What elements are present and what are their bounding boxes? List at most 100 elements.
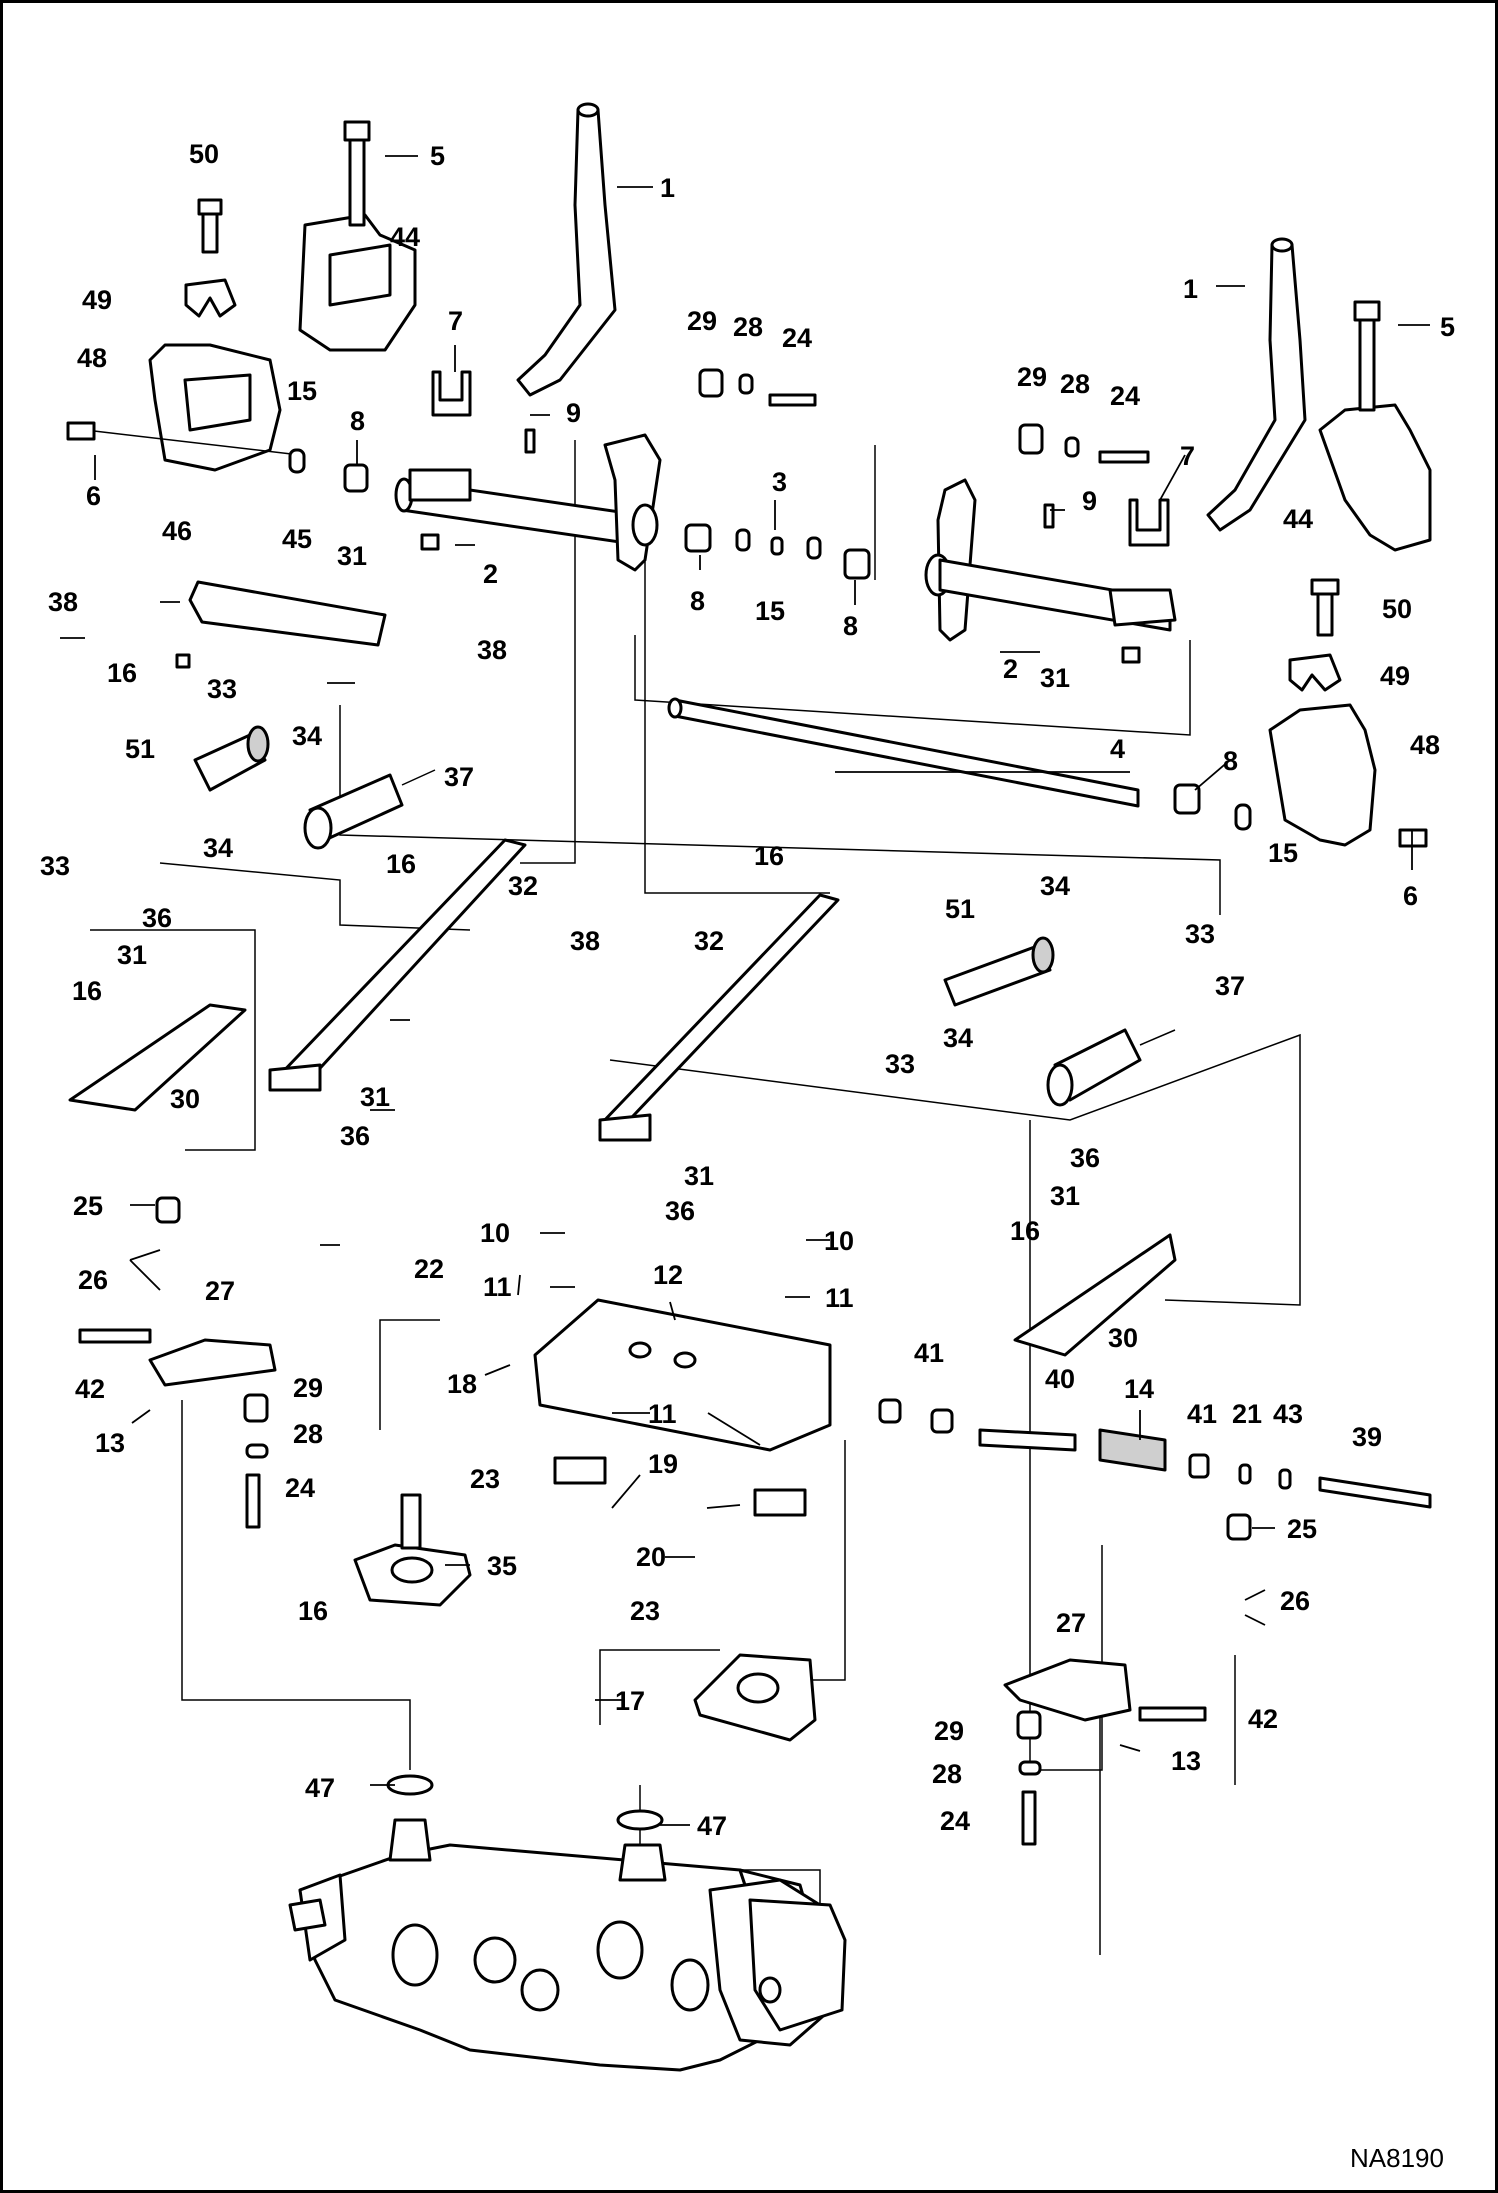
washer-15-center-a bbox=[735, 528, 751, 552]
callout-48-left: 48 bbox=[77, 343, 107, 373]
callout-19: 19 bbox=[648, 1449, 678, 1479]
callout-35: 35 bbox=[487, 1551, 517, 1581]
callout-15-right: 15 bbox=[1268, 838, 1298, 868]
bolt-24-left bbox=[768, 393, 817, 407]
bolt-24-lower-right bbox=[1021, 1790, 1037, 1846]
cross-shaft-4 bbox=[667, 697, 1140, 808]
callout-24-left: 24 bbox=[782, 323, 812, 353]
callout-45: 45 bbox=[282, 524, 312, 554]
callout-47-left: 47 bbox=[305, 1773, 335, 1803]
callout-15-left: 15 bbox=[287, 376, 317, 406]
callout-16-f: 16 bbox=[298, 1596, 328, 1626]
callout-34-b: 34 bbox=[203, 833, 233, 863]
callout-46: 46 bbox=[162, 516, 192, 546]
callout-50-right: 50 bbox=[1382, 594, 1412, 624]
bushing-29-left bbox=[698, 368, 724, 398]
callout-27-left: 27 bbox=[205, 1276, 235, 1306]
pivot-plate-left bbox=[603, 433, 662, 572]
left-control-shaft bbox=[394, 468, 642, 551]
callout-29-lower-left: 29 bbox=[293, 1373, 323, 1403]
bushing-29-right bbox=[1018, 423, 1044, 455]
washer-28-lower-left bbox=[245, 1443, 269, 1459]
callout-29-lower-right: 29 bbox=[934, 1716, 964, 1746]
callout-32-right: 32 bbox=[694, 926, 724, 956]
callout-11-bottom: 11 bbox=[648, 1399, 677, 1429]
callout-24-lower-right: 24 bbox=[940, 1806, 970, 1836]
callout-40: 40 bbox=[1045, 1364, 1075, 1394]
bolt-24-lower-left bbox=[245, 1473, 261, 1529]
arm-27-left bbox=[78, 1328, 277, 1387]
washer-28-lower-right bbox=[1018, 1760, 1042, 1776]
callout-10-right: 10 bbox=[824, 1226, 854, 1256]
callout-14: 14 bbox=[1124, 1374, 1154, 1404]
arm-30-left bbox=[68, 1003, 247, 1112]
callout-4: 4 bbox=[1110, 734, 1125, 764]
callout-34-d: 34 bbox=[943, 1023, 973, 1053]
callout-8-center-left: 8 bbox=[690, 586, 705, 616]
washer-28-left bbox=[738, 373, 754, 395]
callout-24-right: 24 bbox=[1110, 381, 1140, 411]
callout-2-left: 2 bbox=[483, 559, 498, 589]
callout-29-left: 29 bbox=[687, 306, 717, 336]
callout-31-e: 31 bbox=[684, 1161, 714, 1191]
callout-51-left: 51 bbox=[125, 734, 155, 764]
callout-37-right: 37 bbox=[1215, 971, 1245, 1001]
callout-51-right: 51 bbox=[945, 894, 975, 924]
cap-25-right bbox=[1226, 1513, 1252, 1541]
callout-18: 18 bbox=[447, 1369, 477, 1399]
callout-7-right: 7 bbox=[1180, 441, 1195, 471]
callout-39: 39 bbox=[1352, 1422, 1382, 1452]
callout-7-left: 7 bbox=[448, 306, 463, 336]
callout-5-left: 5 bbox=[430, 141, 445, 171]
mounting-plate-45 bbox=[175, 580, 387, 669]
damper-51-left bbox=[193, 725, 270, 792]
callout-labels: 1 1 2 2 3 4 5 5 6 6 7 7 8 8 8 8 9 9 10 1… bbox=[40, 139, 1455, 1841]
callout-8-left: 8 bbox=[350, 406, 365, 436]
spring-assembly bbox=[878, 1398, 1432, 1509]
callout-27-right: 27 bbox=[1056, 1608, 1086, 1638]
callout-37-left: 37 bbox=[444, 762, 474, 792]
bushing-29-lower-right bbox=[1016, 1710, 1042, 1740]
bolt-24-right bbox=[1098, 450, 1150, 464]
right-handle-1 bbox=[1206, 237, 1307, 532]
callout-13-left: 13 bbox=[95, 1428, 125, 1458]
callout-33-c: 33 bbox=[1185, 919, 1215, 949]
callout-31-f: 31 bbox=[1050, 1181, 1080, 1211]
hydraulic-pump bbox=[288, 1774, 847, 2072]
left-handle-1 bbox=[516, 102, 617, 397]
callout-3: 3 bbox=[772, 467, 787, 497]
callout-36-d: 36 bbox=[1070, 1143, 1100, 1173]
callout-31-c: 31 bbox=[117, 940, 147, 970]
callout-26-left: 26 bbox=[78, 1265, 108, 1295]
callout-8-center-right: 8 bbox=[843, 611, 858, 641]
link-32-right bbox=[598, 893, 840, 1142]
callout-9-left: 9 bbox=[566, 398, 581, 428]
callout-28-right: 28 bbox=[1060, 369, 1090, 399]
callout-24-lower-left: 24 bbox=[285, 1473, 315, 1503]
washer-28-right bbox=[1064, 436, 1080, 458]
callout-5-right: 5 bbox=[1440, 312, 1455, 342]
left-upper-bracket bbox=[298, 120, 417, 352]
callout-34-a: 34 bbox=[292, 721, 322, 751]
right-bolt-6 bbox=[1398, 828, 1428, 848]
damper-37-left bbox=[303, 769, 436, 850]
bushing-29-lower-left bbox=[243, 1393, 269, 1423]
bushing-8-left bbox=[343, 463, 369, 493]
bracket-35 bbox=[353, 1493, 472, 1607]
bushing-8-right bbox=[1173, 783, 1201, 815]
callout-41-left: 41 bbox=[914, 1338, 944, 1368]
callout-21: 21 bbox=[1232, 1399, 1262, 1429]
callout-16-a: 16 bbox=[107, 658, 137, 688]
callout-38-a: 38 bbox=[48, 587, 78, 617]
left-lower-bracket bbox=[148, 198, 282, 472]
callout-1-left: 1 bbox=[660, 173, 675, 203]
pin-9-left bbox=[524, 428, 536, 454]
callout-36-c: 36 bbox=[665, 1196, 695, 1226]
reference-code: NA8190 bbox=[1350, 2143, 1444, 2173]
callout-32-left: 32 bbox=[508, 871, 538, 901]
callout-28-lower-right: 28 bbox=[932, 1759, 962, 1789]
callout-43: 43 bbox=[1273, 1399, 1303, 1429]
u-clip-7-left bbox=[431, 370, 472, 417]
